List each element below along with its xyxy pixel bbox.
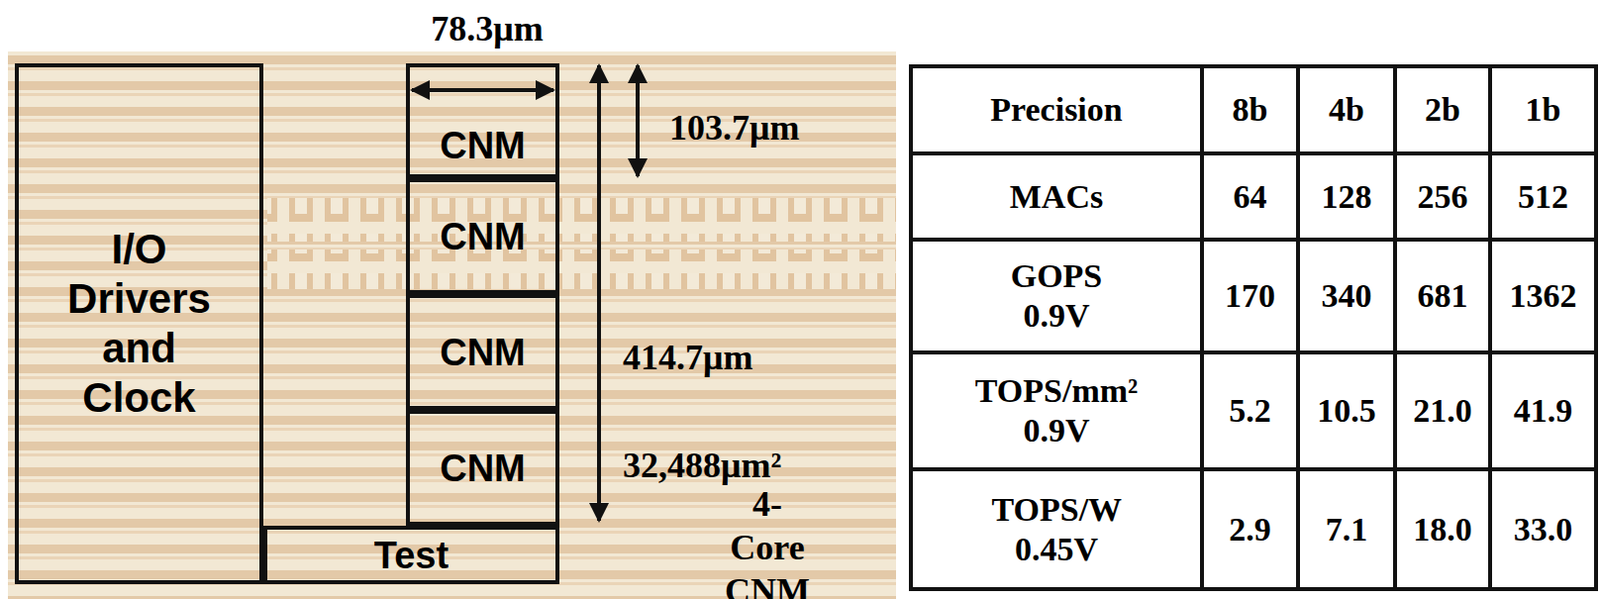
table-cell-box: 1b	[1492, 68, 1595, 152]
table-cell-box: 170	[1203, 241, 1297, 351]
table-header: GOPS 0.9V	[1010, 256, 1103, 336]
table-header-box: MACs	[912, 155, 1200, 238]
table-cell-box: 256	[1397, 155, 1489, 238]
table-cell: 512	[1517, 177, 1569, 217]
dimension-arrow	[597, 65, 601, 521]
dimension-label-box: 103.7μm	[669, 104, 888, 151]
table-cell: 2.9	[1228, 509, 1272, 550]
table-cell: 33.0	[1513, 509, 1574, 550]
dimension-arrow	[635, 65, 640, 177]
table-cell: 1362	[1509, 276, 1578, 316]
table-cell-box: 18.0	[1397, 471, 1489, 588]
core-block: CNM	[405, 294, 560, 410]
area-label-box: 32,488μm²	[622, 442, 897, 489]
table-header-box: TOPS/mm² 0.9V	[912, 354, 1200, 468]
io-block: I/O Drivers and Clock	[14, 63, 264, 585]
table-header-box: TOPS/W 0.45V	[912, 471, 1200, 588]
dimension-label-box: 78.3μm	[388, 5, 587, 52]
table-cell: 2b	[1424, 90, 1461, 130]
core-block: CNM	[405, 63, 560, 179]
table-header: MACs	[1009, 177, 1103, 217]
block-label: I/O Drivers and Clock	[67, 224, 211, 423]
table-cell: 4b	[1328, 90, 1365, 130]
table-header: TOPS/mm² 0.9V	[975, 371, 1138, 451]
table-cell: 340	[1321, 276, 1373, 316]
table-cell: 8b	[1232, 90, 1269, 130]
table-cell: 170	[1224, 276, 1276, 316]
table-cell-box: 2.9	[1203, 471, 1297, 588]
table-cell: 5.2	[1228, 391, 1272, 431]
test-block: Test	[263, 525, 560, 585]
area-label-box: 4-Core CNM	[653, 503, 882, 592]
block-label: CNM	[439, 123, 526, 168]
table-cell: 18.0	[1412, 509, 1473, 550]
area-label: 4-Core CNM	[724, 482, 810, 599]
table-cell: 21.0	[1412, 391, 1473, 431]
block-label: Test	[374, 533, 449, 578]
table-header-box: Precision	[912, 68, 1200, 152]
table-header-box: GOPS 0.9V	[912, 241, 1200, 351]
dimension-label-box: 414.7μm	[622, 334, 841, 381]
table-cell-box: 128	[1300, 155, 1394, 238]
table-cell-box: 64	[1203, 155, 1297, 238]
table-cell: 1b	[1525, 90, 1562, 130]
table-header: Precision	[990, 90, 1122, 130]
table-cell-box: 2b	[1397, 68, 1489, 152]
table-grid	[910, 66, 1597, 590]
table-cell-box: 4b	[1300, 68, 1394, 152]
table-cell: 10.5	[1316, 391, 1377, 431]
table-cell-box: 681	[1397, 241, 1489, 351]
table-cell-box: 5.2	[1203, 354, 1297, 468]
dimension-label: 414.7μm	[622, 336, 753, 379]
table-cell-box: 10.5	[1300, 354, 1394, 468]
table-cell-box: 340	[1300, 241, 1394, 351]
block-label: CNM	[439, 446, 526, 491]
table-cell-box: 1362	[1492, 241, 1595, 351]
dimension-label: 103.7μm	[669, 106, 800, 149]
block-label: CNM	[439, 330, 526, 375]
table-cell: 128	[1321, 177, 1373, 217]
table-cell-box: 7.1	[1300, 471, 1394, 588]
core-block: CNM	[405, 409, 560, 526]
table-cell: 256	[1417, 177, 1469, 217]
table-cell: 41.9	[1513, 391, 1574, 431]
table-cell-box: 33.0	[1492, 471, 1595, 588]
table-cell: 64	[1233, 177, 1268, 217]
table-cell-box: 21.0	[1397, 354, 1489, 468]
table-cell: 7.1	[1325, 509, 1369, 550]
table-cell-box: 41.9	[1492, 354, 1595, 468]
core-block: CNM	[405, 178, 560, 295]
table-cell: 681	[1417, 276, 1469, 316]
table-cell-box: 8b	[1203, 68, 1297, 152]
block-label: CNM	[439, 214, 526, 259]
area-label: 32,488μm²	[622, 444, 782, 487]
table-header: TOPS/W 0.45V	[991, 490, 1121, 570]
table-cell-box: 512	[1492, 155, 1595, 238]
dimension-arrow	[411, 88, 554, 93]
dimension-label: 78.3μm	[430, 7, 543, 50]
